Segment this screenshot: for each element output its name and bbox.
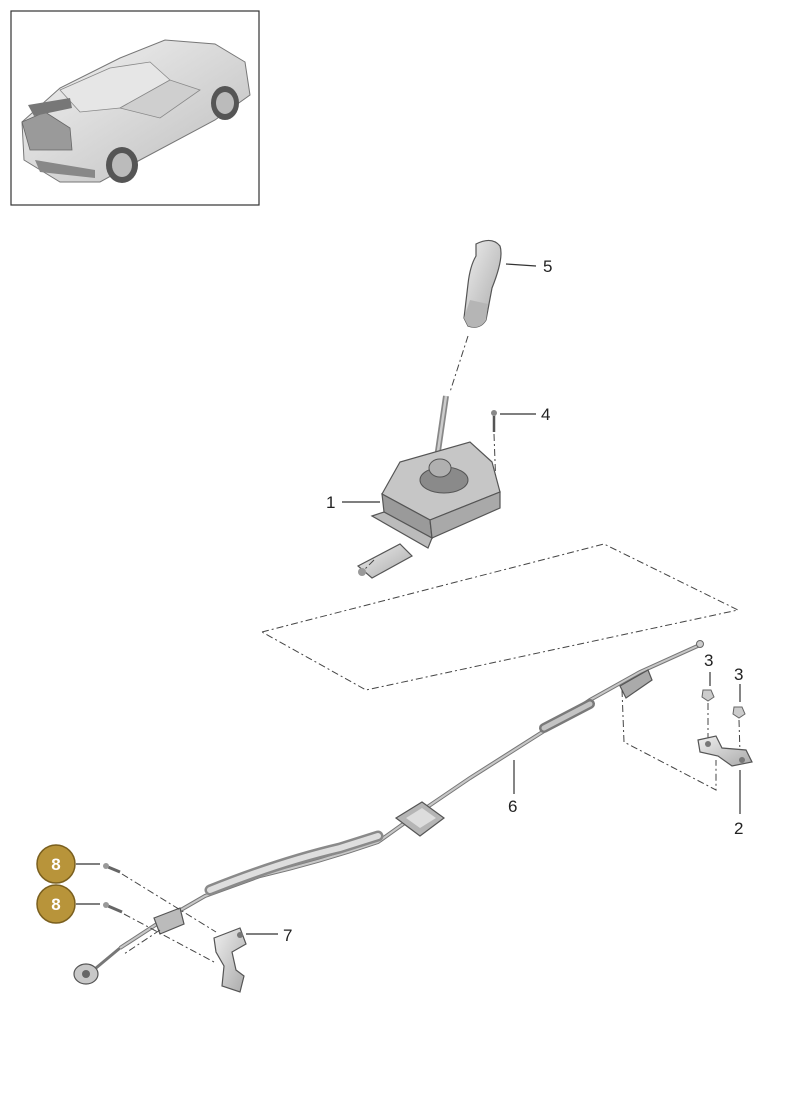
screw-part — [491, 410, 497, 432]
cable-bracket — [697, 735, 753, 767]
shift-knob — [463, 239, 502, 328]
car-image — [21, 39, 251, 183]
gear-shift-housing — [356, 441, 501, 579]
callout-3-left: 3 — [704, 651, 713, 670]
assembly-boundary — [260, 543, 740, 691]
cable-bracket-lower — [213, 927, 247, 993]
callout-badge-8-upper: 8 — [36, 844, 76, 884]
callout-1: 1 — [326, 493, 335, 512]
vehicle-thumbnail — [10, 10, 260, 206]
callout-2: 2 — [734, 819, 743, 838]
callout-3-right: 3 — [734, 665, 743, 684]
callout-5: 5 — [543, 257, 552, 276]
callout-6: 6 — [508, 797, 517, 816]
bolt-part — [103, 863, 123, 914]
badge-label: 8 — [51, 855, 60, 874]
shift-cable — [73, 640, 704, 985]
callout-badge-8-lower: 8 — [36, 884, 76, 924]
callout-4: 4 — [541, 405, 550, 424]
badge-label: 8 — [51, 895, 60, 914]
nut-part — [701, 689, 746, 719]
callout-7: 7 — [283, 926, 292, 945]
